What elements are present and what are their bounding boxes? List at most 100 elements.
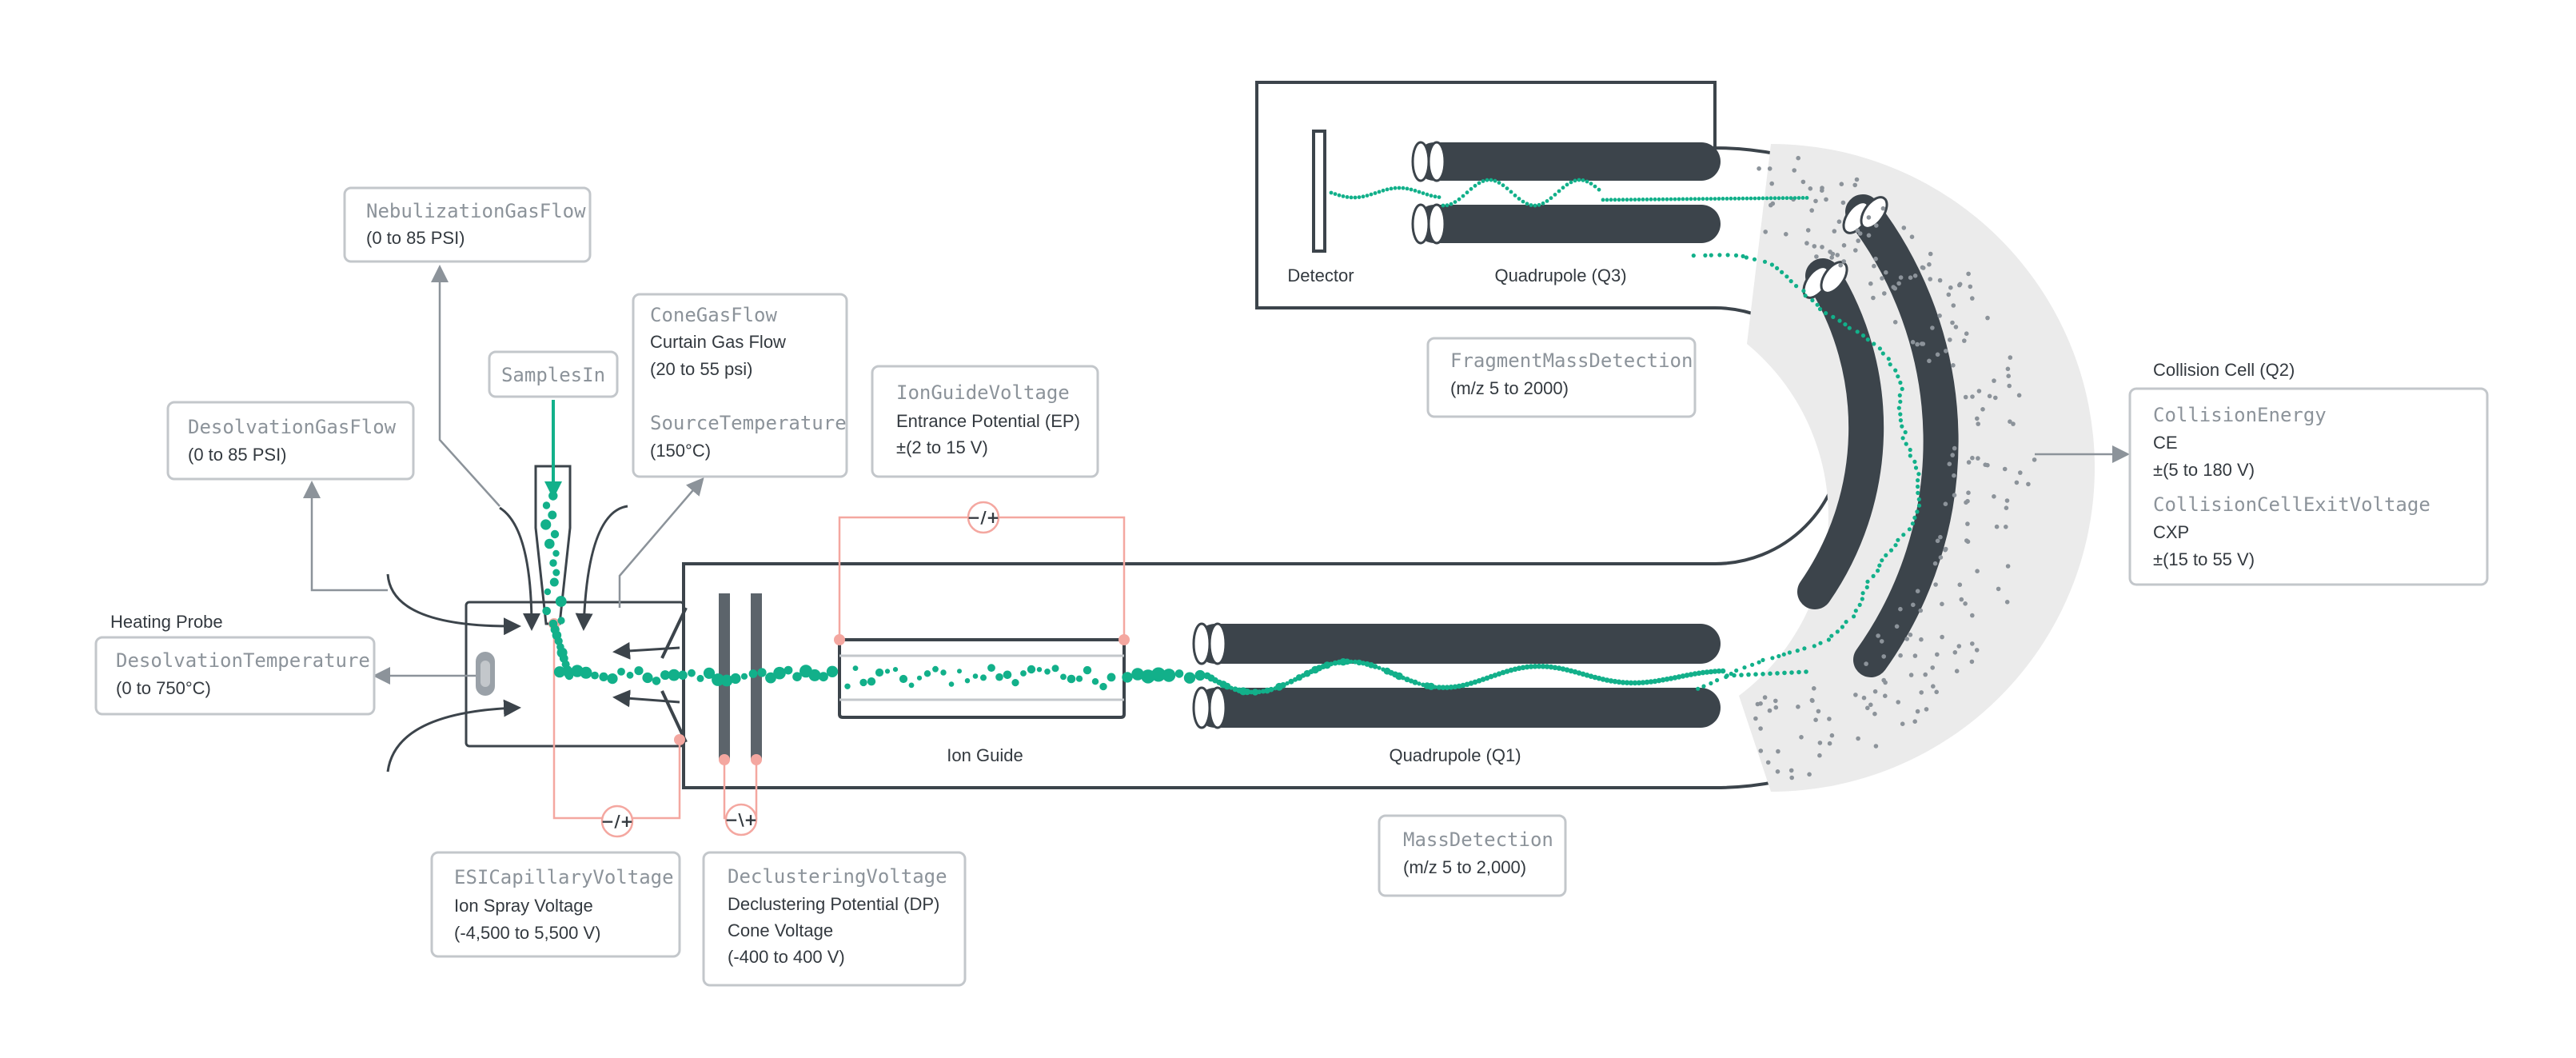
ion-particle [1668, 676, 1674, 681]
ion-particle [957, 669, 962, 674]
gas-particle [1946, 292, 1952, 297]
ion-particle [1441, 203, 1446, 208]
ion-particle [1676, 674, 1682, 680]
svg-text:(-400 to 400 V): (-400 to 400 V) [728, 947, 845, 967]
ion-particle [1532, 664, 1538, 669]
gas-particle [1814, 254, 1819, 259]
ion-particle [808, 669, 821, 681]
ion-particle [1689, 197, 1693, 202]
ion-particle [916, 675, 923, 681]
ion-particle [1596, 675, 1602, 681]
gas-particle [2008, 419, 2012, 424]
ion-particle [1775, 671, 1780, 676]
ion-particle [1696, 686, 1701, 691]
gas-particle [1976, 421, 1980, 426]
ion-particle [1476, 678, 1482, 684]
ion-particle [1020, 670, 1027, 677]
svg-text:ConeGasFlow: ConeGasFlow [650, 304, 777, 326]
gas-particle [1866, 215, 1872, 220]
ion-particle [1840, 625, 1844, 629]
gas-particle [1865, 705, 1870, 711]
collision-cell-rod-outer [1845, 194, 1959, 677]
gas-particle [1976, 456, 1980, 461]
ion-particle [987, 664, 995, 673]
ion-particle [875, 668, 884, 677]
gas-particle [1940, 601, 1944, 607]
gas-particle [1810, 698, 1815, 703]
ion-particle [1753, 672, 1758, 677]
detector-label: Detector [1287, 265, 1354, 285]
ion-particle [1067, 674, 1076, 684]
ion-particle [1377, 190, 1382, 194]
ion-particle [757, 668, 767, 677]
gas-particle [1773, 698, 1778, 704]
ion-particle [1421, 191, 1426, 196]
gas-particle [1938, 555, 1944, 560]
ion-particle [1782, 670, 1787, 676]
ion-particle [792, 672, 802, 681]
ion-particle [703, 667, 716, 679]
ion-particle [923, 670, 931, 677]
ion-particle [1792, 196, 1797, 201]
ion-particle [1831, 314, 1836, 319]
ion-particle [1501, 183, 1505, 188]
ion-particle [1504, 669, 1510, 674]
gas-particle [1970, 613, 1975, 618]
gas-particle [1965, 498, 1970, 504]
ion-particle [1540, 664, 1546, 669]
ion-particle [765, 672, 776, 684]
ion-particle [1725, 253, 1730, 258]
ion-particle [1488, 673, 1494, 680]
ion-particle [1693, 197, 1697, 202]
ion-particle [564, 669, 573, 679]
gas-particle [1985, 315, 1990, 321]
gas-particle [1968, 284, 1973, 289]
ion-droplet [549, 577, 559, 587]
gas-particle [2004, 525, 2008, 529]
gas-particle [1857, 231, 1863, 236]
gas-particle [1809, 208, 1814, 213]
ion-particle [1685, 197, 1689, 202]
gas-particle [1829, 255, 1834, 260]
ion-particle [1713, 197, 1717, 202]
ion-particle [1508, 667, 1514, 673]
ion-particle [1812, 644, 1816, 649]
ion-droplet [555, 596, 567, 607]
ion-particle [1784, 274, 1789, 279]
quadrupole-q3 [1411, 141, 1721, 245]
ion-particle [1691, 254, 1696, 258]
gas-particle [1952, 493, 1957, 497]
ion-particle [1365, 194, 1370, 198]
ion-particle [1517, 197, 1521, 201]
ion-particle [1907, 527, 1912, 532]
gas-particle [1987, 393, 1992, 399]
svg-text:(-4,500 to 5,500 V): (-4,500 to 5,500 V) [454, 923, 600, 943]
ion-particle [1452, 684, 1458, 690]
svg-text:(m/z 5 to 2000): (m/z 5 to 2000) [1450, 378, 1569, 398]
ion-particle [1717, 253, 1722, 258]
ion-particle [1804, 669, 1808, 674]
gas-particle [1784, 232, 1788, 237]
gas-particle [1841, 243, 1847, 248]
ion-particle [1496, 671, 1502, 677]
ion-particle [668, 669, 680, 681]
gas-particle [2014, 480, 2020, 485]
ion-particle [1477, 181, 1481, 186]
gas-particle [1827, 741, 1832, 746]
gas-particle [1775, 769, 1780, 774]
ion-particle [1453, 200, 1457, 205]
ion-particle [1701, 197, 1705, 202]
ion-particle [1903, 429, 1908, 435]
ion-particle [1720, 668, 1726, 674]
gas-particle [1974, 648, 1980, 653]
ion-particle [1628, 680, 1634, 686]
gas-particle [2007, 383, 2012, 389]
gas-particle [1930, 665, 1935, 670]
ion-droplet [542, 606, 551, 616]
gas-particle [1769, 181, 1774, 186]
ion-particle [1904, 441, 1908, 446]
ion-particle [826, 665, 839, 677]
ion-particle [1898, 399, 1903, 404]
gas-particle [1876, 633, 1880, 638]
gas-particle [1912, 273, 1918, 278]
